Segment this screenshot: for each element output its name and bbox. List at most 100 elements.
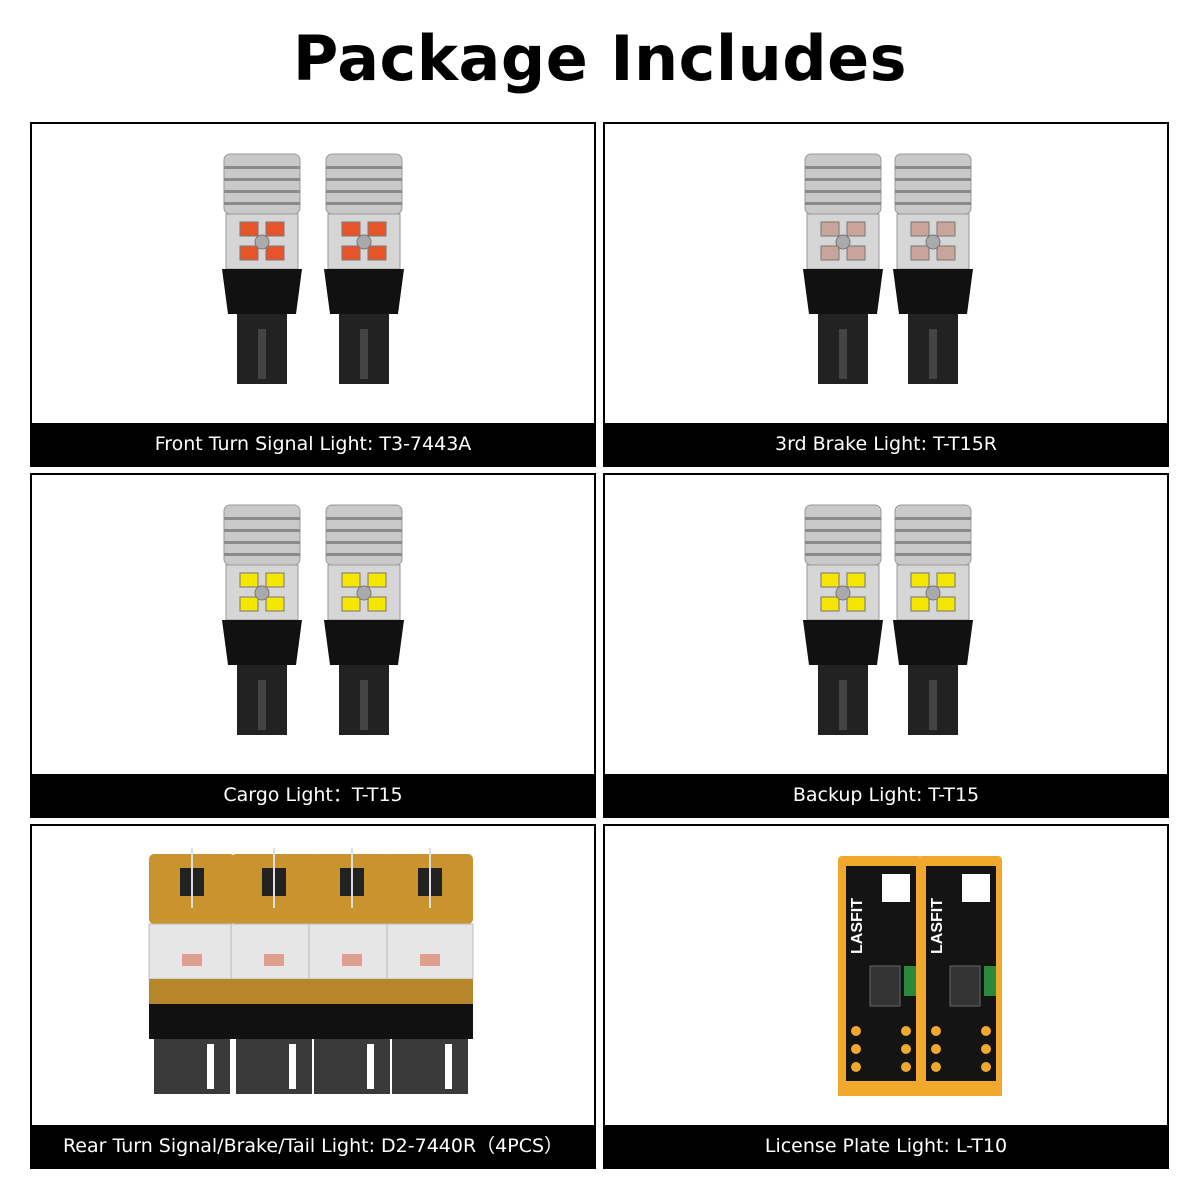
led-chip [367,572,387,588]
pcb-edge [838,1081,922,1096]
led-chip [264,954,284,966]
led-chip [420,954,440,966]
heatsink-fin [224,190,300,193]
led-chip [265,245,285,261]
led-bulb [893,504,973,735]
product-caption: Front Turn Signal Light: T3-7443A [32,423,594,465]
wedge-base [314,1039,390,1094]
led-chip [342,954,362,966]
wedge-contact [289,1044,296,1089]
wedge-contact [929,680,937,730]
led-chip [341,245,361,261]
wedge-contact [929,329,937,379]
solder-pad [931,1062,941,1072]
heatsink-fin [805,202,881,205]
heatsink-fin [224,553,300,556]
led-bulb [803,153,883,384]
plastic-base [387,1004,473,1039]
heatsink-fin [326,166,402,169]
pcb-edge [918,1081,1002,1096]
heatsink-fin [326,178,402,181]
heatsink-fin [224,178,300,181]
heatsink-fin [805,517,881,520]
antenna-wire [351,848,353,908]
led-bulb [222,504,302,735]
center-lens [835,585,851,601]
heatsink-fin [326,553,402,556]
plastic-base [231,1004,317,1039]
heatsink-fin [895,529,971,532]
led-bulb: LASFIT [838,856,922,1096]
ic-chip [869,965,901,1007]
wedge-contact [258,329,266,379]
wedge-contact [360,680,368,730]
center-lens [356,585,372,601]
led-chip [367,245,387,261]
led-chip [910,245,930,261]
solder-pad [851,1062,861,1072]
led-bulb [308,848,396,1094]
product-caption: Cargo Light：T-T15 [32,774,594,816]
gold-pins [309,979,395,1004]
plastic-base [893,269,973,314]
lasfit-logo: LASFIT [929,898,946,954]
heatsink-fin [895,166,971,169]
center-lens [925,585,941,601]
led-chip [936,596,956,612]
plastic-base [222,620,302,665]
led-chip [341,572,361,588]
wedge-base [154,1039,230,1094]
wedge-base [236,1039,312,1094]
center-lens [835,234,851,250]
led-chip [239,596,259,612]
plastic-base [803,269,883,314]
bulb-image: LASFIT LASFIT [838,856,1002,1096]
heatsink-fin [224,517,300,520]
bulb-image [803,504,973,735]
product-caption: License Plate Light: L-T10 [605,1125,1167,1167]
led-chip [846,245,866,261]
led-chip [936,245,956,261]
led-bulb [324,504,404,735]
led-chip [846,596,866,612]
heatsink-fin [895,541,971,544]
heatsink-fin [224,166,300,169]
center-lens [254,585,270,601]
product-caption: 3rd Brake Light: T-T15R [605,423,1167,465]
led-chip [936,572,956,588]
led-chip [341,221,361,237]
clear-lens [308,923,396,980]
led-chip [846,572,866,588]
heatsink-fin [805,541,881,544]
diode [904,966,916,996]
page-title: Package Includes [292,22,908,95]
plastic-base [149,1004,235,1039]
led-chip [910,221,930,237]
led-chip [820,245,840,261]
heatsink-fin [805,529,881,532]
product-panel-backup: Backup Light: T-T15 [603,473,1169,818]
led-bulb [222,153,302,384]
clear-lens [148,923,236,980]
heatsink-fin [895,553,971,556]
wedge-contact [839,680,847,730]
wedge-contact [367,1044,374,1089]
led-bulb [230,848,318,1094]
bulb-image [148,848,474,1094]
bulb-image [222,504,404,735]
solder-pad [931,1026,941,1036]
heatsink-fin [805,166,881,169]
product-panel-rear-turn-brake-tail: Rear Turn Signal/Brake/Tail Light: D2-74… [30,824,596,1169]
plastic-base [222,269,302,314]
solder-pad [981,1026,991,1036]
plastic-base [309,1004,395,1039]
product-panel-front-turn-signal: Front Turn Signal Light: T3-7443A [30,122,596,467]
heatsink-fin [895,178,971,181]
gold-pins [231,979,317,1004]
led-chip [341,596,361,612]
heatsink-fin [326,529,402,532]
heatsink-fin [326,517,402,520]
gold-pins [387,979,473,1004]
led-chip [239,245,259,261]
heatsink-fin [895,190,971,193]
